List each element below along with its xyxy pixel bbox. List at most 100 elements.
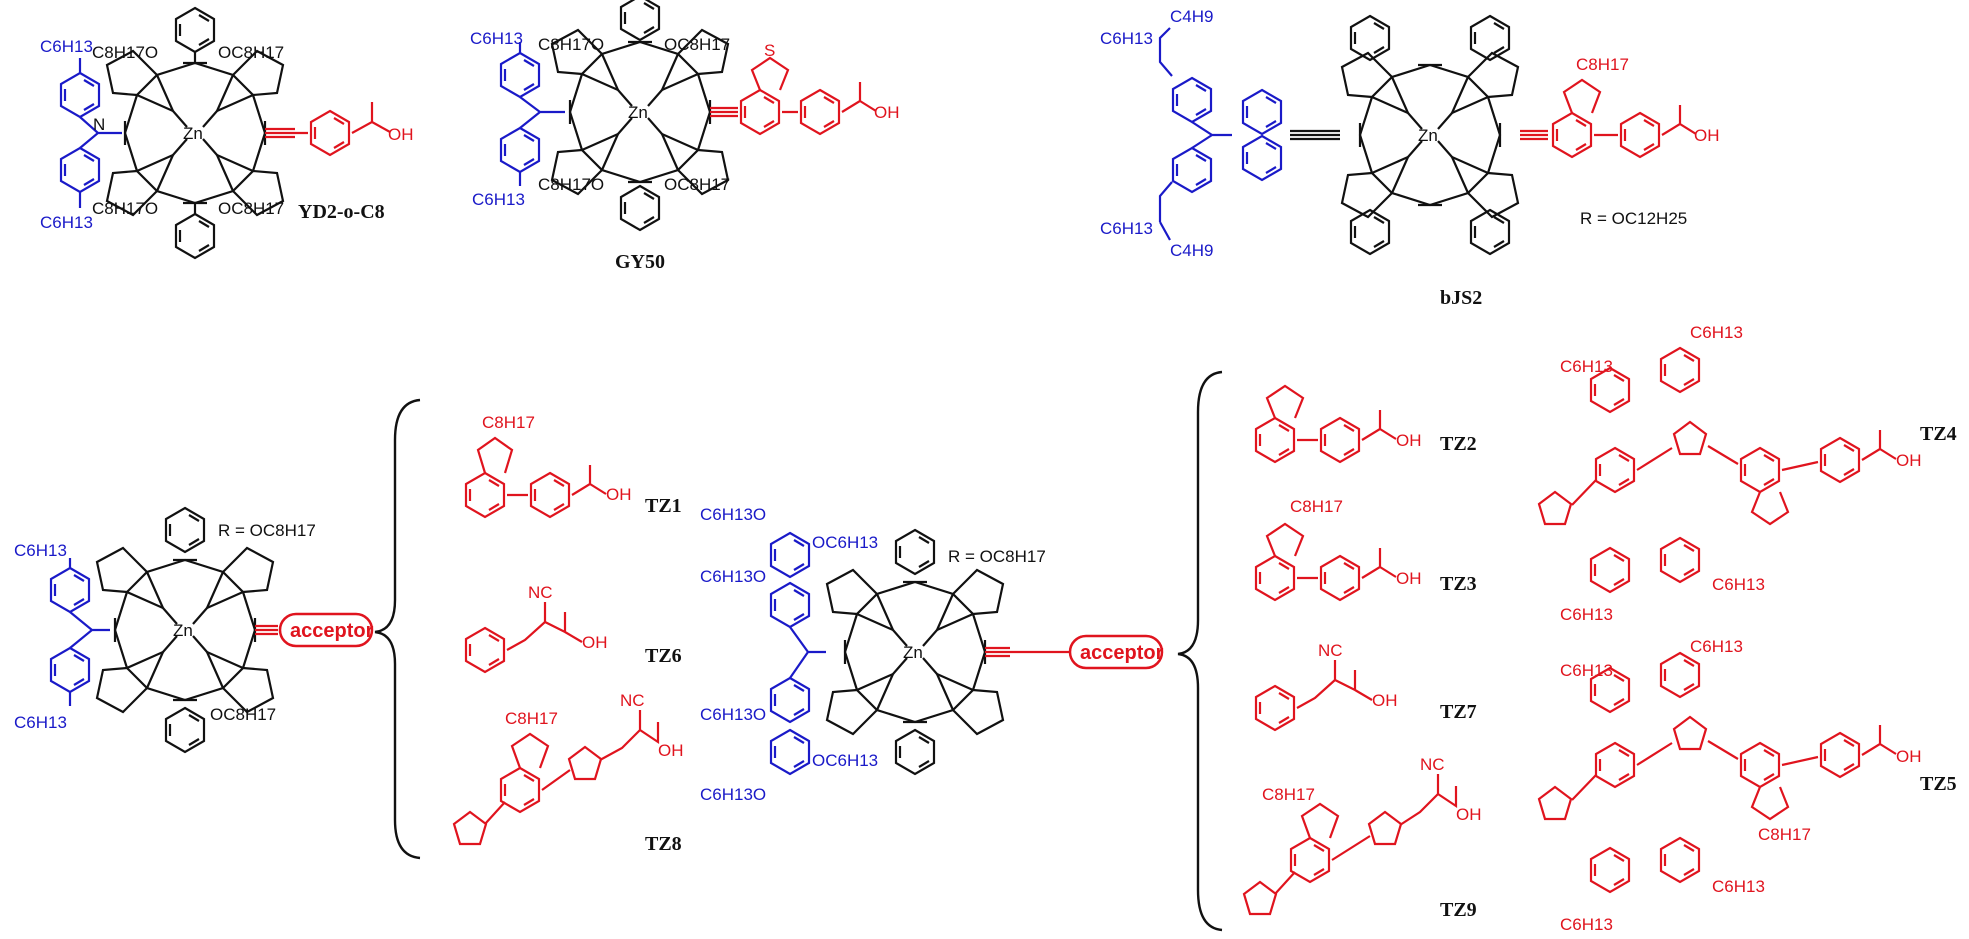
left-donor-bottom-label: C6H13 (14, 713, 67, 732)
left-r-note: R = OC8H17 (218, 521, 316, 540)
tz4-benzoic-ring (1819, 436, 1861, 484)
bjs2-aryl-2 (1469, 14, 1511, 62)
tz8-alkyl: C8H17 (505, 709, 558, 728)
gy50-alkoxy-1: C8H17O (538, 35, 604, 54)
tz4-hexyl-2: C6H13 (1690, 323, 1743, 342)
tz8-structure: C8H17 NC OH TZ8 (452, 691, 684, 855)
yd2-alkoxy-4: OC8H17 (218, 199, 284, 218)
left-metal: Zn (173, 621, 193, 640)
tz2-anchor: OH (1396, 431, 1422, 450)
yd2-donor: C6H13 C6H13 N (40, 37, 122, 232)
bjs2-aryl-1 (1349, 14, 1391, 62)
gy50-aryl-top (619, 0, 661, 42)
tz5-hexyl-3: C6H13 (1560, 915, 1613, 934)
tz4-hexyl-3: C6H13 (1560, 605, 1613, 624)
left-aryl-bottom (164, 706, 206, 754)
tz5-core-ring (1594, 741, 1636, 789)
tz4-hexylphenyl-4 (1659, 536, 1701, 584)
bjs2-anchor: OH (1694, 126, 1720, 145)
tz2-ring-1 (1254, 416, 1296, 464)
right-alkoxy-2: OC6H13 (812, 533, 878, 552)
yd2-acceptor: OH (265, 102, 414, 157)
tz8-group: NC (620, 691, 645, 710)
series-left-donor: C6H13 C6H13 (14, 541, 110, 732)
tz4-benzothiadiazole (1739, 446, 1781, 494)
tz7-anchor: OH (1372, 691, 1398, 710)
right-donor-aryl-1 (769, 531, 811, 579)
tz8-caption: TZ8 (645, 833, 682, 855)
tz3-ring-1 (1254, 554, 1296, 602)
tz9-caption: TZ9 (1440, 899, 1477, 921)
yd2-aryl-top (174, 6, 216, 54)
tz8-thiophene-2 (567, 745, 603, 781)
tz3-caption: TZ3 (1440, 573, 1477, 595)
right-donor-aryl-4 (769, 728, 811, 776)
tz2-structure: OH TZ2 (1254, 384, 1477, 464)
bjs2-alkyl-bottom-2: C4H9 (1170, 241, 1213, 260)
gy50-benzothiadiazole-ring (739, 88, 781, 136)
compound-yd2-o-c8: C6H13 C6H13 N Zn C8H17O OC8H17 C8H17O OC… (40, 6, 414, 260)
tz6-group: NC (528, 583, 553, 602)
tz5-benzotriazole (1739, 741, 1781, 789)
tz5-structure: C6H13 C6H13 C6H13 C6H13 C8H17 OH TZ5 (1537, 637, 1957, 934)
tz1-structure: C8H17 OH TZ1 (464, 413, 682, 519)
left-acceptor-pill (278, 612, 374, 648)
compound-gy50: C6H13 C6H13 Zn C8H17O OC8H17 C8H17O OC8H… (470, 0, 900, 273)
tz8-anchor: OH (658, 741, 684, 760)
tz3-anchor: OH (1396, 569, 1422, 588)
bjs2-acceptor: C8H17 OH (1520, 55, 1720, 159)
bjs2-r-note: R = OC12H25 (1580, 209, 1687, 228)
gy50-donor-top-label: C6H13 (470, 29, 523, 48)
tz9-anchor: OH (1456, 805, 1482, 824)
left-brace (374, 398, 421, 860)
yd2-donor-bottom-label: C6H13 (40, 213, 93, 232)
tz6-anchor: OH (582, 633, 608, 652)
right-brace (1177, 370, 1223, 932)
left-acceptor-label: acceptor (290, 620, 374, 642)
bjs2-porphyrin-core: Zn (1340, 51, 1520, 219)
tz5-hexylphenyl-3 (1589, 846, 1631, 894)
bjs2-metal: Zn (1418, 126, 1438, 145)
tz4-anchor: OH (1896, 451, 1922, 470)
tz4-thiophene-2 (1672, 420, 1708, 456)
right-alkoxy-3: C6H13O (700, 567, 766, 586)
bjs2-alkyl-bottom-1: C6H13 (1100, 219, 1153, 238)
left-bottom-alkoxy: OC8H17 (210, 705, 276, 724)
left-donor-top-label: C6H13 (14, 541, 67, 560)
bjs2-benzotriazole-ring (1551, 111, 1593, 159)
right-metal: Zn (903, 643, 923, 662)
tz9-thiophene-2 (1367, 810, 1403, 846)
tz4-caption: TZ4 (1920, 423, 1957, 445)
right-aryl-top (894, 528, 936, 576)
tz4-hexylphenyl-2 (1659, 346, 1701, 394)
tz4-hexyl-4: C6H13 (1712, 575, 1765, 594)
yd2-donor-phenyl-bottom (59, 146, 101, 194)
gy50-donor: C6H13 C6H13 (470, 29, 565, 209)
tz6-structure: NC OH TZ6 (464, 583, 682, 674)
left-porphyrin-core: Zn (95, 546, 275, 714)
gy50-metal: Zn (628, 103, 648, 122)
bjs2-anthracene-ring-1 (1241, 88, 1283, 136)
yd2-caption: YD2-o-C8 (298, 201, 385, 223)
tz1-ring-1 (464, 471, 506, 519)
tz5-hexyl-4: C6H13 (1712, 877, 1765, 896)
yd2-alkoxy-2: OC8H17 (218, 43, 284, 62)
tz9-thiophene-1 (1242, 880, 1278, 916)
tz6-caption: TZ6 (645, 645, 682, 667)
right-alkoxy-4: C6H13O (700, 705, 766, 724)
right-donor-aryl-3 (769, 676, 811, 724)
tz4-thiophene-1 (1537, 490, 1573, 526)
right-alkoxy-6: C6H13O (700, 785, 766, 804)
right-donor-aryl-2 (769, 581, 811, 629)
gy50-caption: GY50 (615, 251, 665, 273)
bjs2-triazole-alkyl: C8H17 (1576, 55, 1629, 74)
tz1-caption: TZ1 (645, 495, 682, 517)
tz5-hexyl-2: C6H13 (1690, 637, 1743, 656)
gy50-acceptor: S OH (710, 41, 900, 136)
left-aryl-top (164, 506, 206, 554)
series-left: C6H13 C6H13 Zn R = OC8H17 OC8H17 accepto… (14, 398, 684, 860)
bjs2-anthracene-ring-2 (1241, 134, 1283, 182)
bjs2-aryl-3 (1349, 208, 1391, 256)
tz7-group: NC (1318, 641, 1343, 660)
